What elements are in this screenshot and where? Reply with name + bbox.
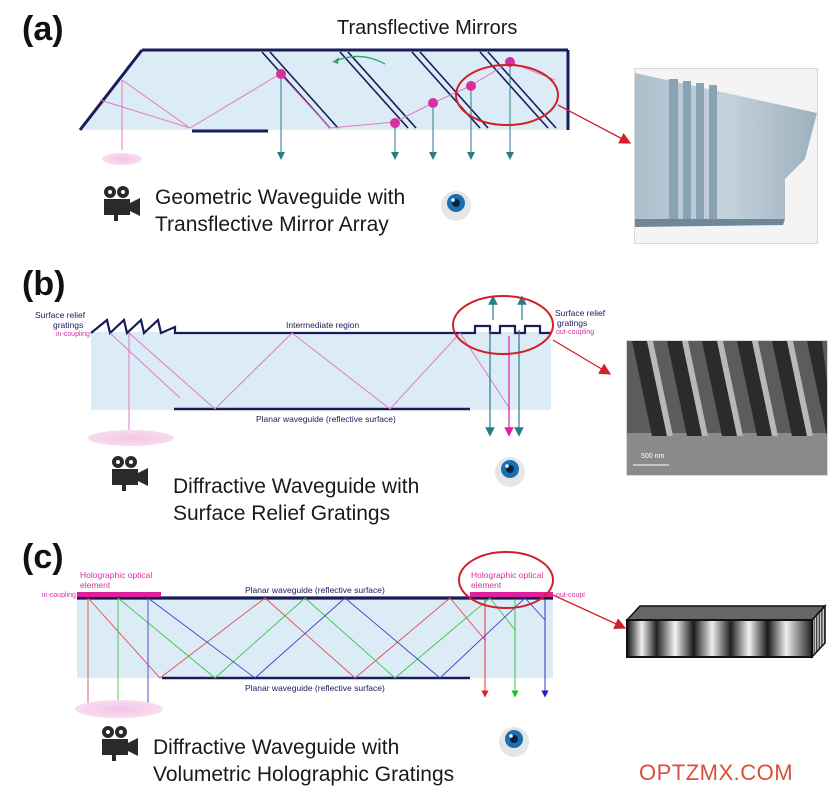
left-grating-label-line2: gratings: [53, 320, 84, 330]
waveguide-glass-photo: [634, 68, 818, 244]
right-grating-label-line2: gratings: [557, 318, 588, 328]
panel-c-highlight: [458, 551, 554, 609]
panel-b-waveguide: [90, 317, 551, 411]
right-grating-label-line1: Surface relief: [555, 308, 606, 318]
panel-a-source-spot: [102, 153, 142, 165]
panel-b-planar-label: Planar waveguide (reflective surface): [256, 414, 396, 424]
panel-b-output-rays: [485, 295, 527, 437]
sem-grating-photo: 500 nm: [626, 340, 828, 476]
panel-c-out-coupling-label: out-coupl: [556, 592, 585, 599]
panel-a-callout-line: [557, 104, 632, 144]
panel-c-caption-line2: Volumetric Holographic Gratings: [153, 763, 455, 786]
in-coupling-label: in-coupling: [56, 331, 90, 338]
movie-camera-icon: [102, 726, 138, 761]
watermark-text: OPTZMX.COM: [639, 760, 794, 785]
eye-icon: [495, 457, 525, 487]
panel-a-waveguide: [78, 48, 570, 133]
angle-arrowhead: [333, 57, 339, 64]
hoe-right-label-line1: Holographic optical: [471, 570, 544, 580]
panel-b-caption-line2: Surface Relief Gratings: [173, 502, 391, 525]
panel-c-caption-line1: Diffractive Waveguide with: [153, 736, 400, 759]
panel-b-caption-line1: Diffractive Waveguide with: [173, 475, 420, 498]
panel-b-callout-line: [552, 339, 612, 375]
hoe-left-label-line1: Holographic optical: [80, 570, 153, 580]
panel-c-planar-top-label: Planar waveguide (reflective surface): [245, 585, 385, 595]
left-grating-label-line1: Surface relief: [35, 310, 86, 320]
panel-a-label: (a): [22, 10, 64, 48]
eye-icon: [441, 191, 471, 221]
out-coupling-label: out-coupling: [556, 329, 595, 336]
intermediate-region-label: Intermediate region: [286, 320, 360, 330]
movie-camera-icon: [104, 186, 140, 221]
panel-c-green-rays: [117, 597, 519, 706]
panel-b-source-spot: [88, 430, 174, 446]
hoe-right-label-line2: element: [471, 580, 502, 590]
hoe-left-label-line2: element: [80, 580, 111, 590]
panel-c-planar-bottom-label: Planar waveguide (reflective surface): [245, 683, 385, 693]
panel-b-label: (b): [22, 265, 66, 303]
panel-a-output-rays: [277, 67, 514, 160]
panel-a-caption-line1: Geometric Waveguide with: [155, 186, 406, 209]
panel-c-in-coupling-label: in-coupling: [42, 592, 76, 599]
panel-c-label: (c): [22, 538, 64, 576]
panel-c-source-spot: [75, 700, 163, 718]
panel-a-highlight: [455, 64, 559, 126]
eye-icon: [499, 727, 529, 757]
panel-c-callout-line: [552, 594, 627, 629]
panel-c-blue-rays: [147, 597, 549, 706]
movie-camera-icon: [112, 456, 148, 491]
panel-a-title: Transflective Mirrors: [337, 17, 518, 39]
panel-a-caption-line2: Transflective Mirror Array: [155, 213, 389, 236]
sem-scale-label: 500 nm: [641, 453, 665, 460]
panel-b-highlight: [452, 295, 554, 355]
holographic-grating-block: [625, 604, 827, 659]
